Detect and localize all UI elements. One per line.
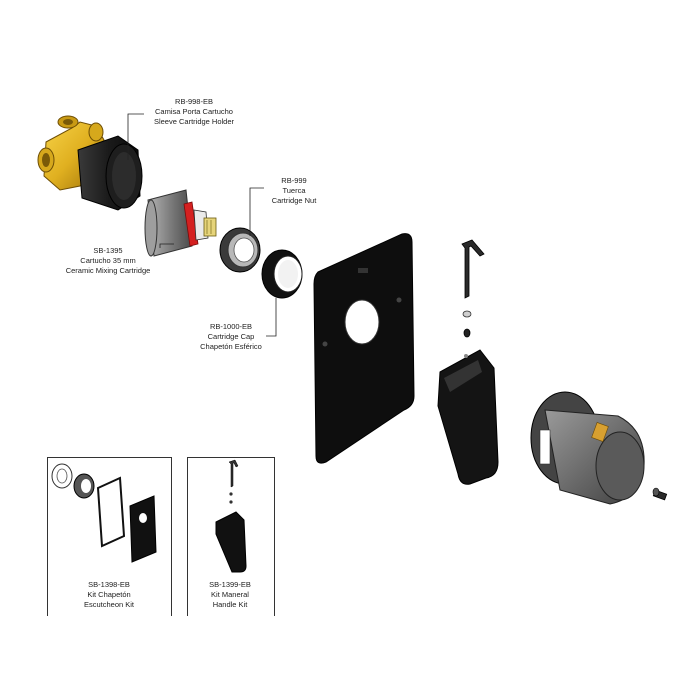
kit-name-es: Kit Chapetón (87, 590, 131, 599)
part-name-en: Ceramic Mixing Cartridge (65, 266, 151, 275)
part-code: SB-1395 (93, 246, 123, 255)
kit-name-en: Escutcheon Kit (83, 600, 135, 609)
cover-screw (652, 487, 668, 501)
part-code: RB-999 (281, 176, 307, 185)
label-handle-kit: SB-1399-EB Kit Maneral Handle Kit (194, 580, 266, 610)
part-name-en: Cartridge Nut (271, 196, 317, 205)
kit-code: SB-1398-EB (88, 580, 130, 589)
kit-name-en: Handle Kit (212, 600, 248, 609)
valve-cover-cap (530, 391, 645, 505)
ceramic-mixing-cartridge (144, 189, 217, 257)
part-name-en: Sleeve Cartridge Holder (153, 117, 235, 126)
escutcheon-kit-contents (51, 463, 157, 563)
kit-code: SB-1399-EB (209, 580, 251, 589)
label-escutcheon-kit: SB-1398-EB Kit Chapetón Escutcheon Kit (68, 580, 150, 610)
handle-lever (437, 349, 499, 485)
part-code: RB-1000-EB (209, 322, 253, 331)
part-name-en: Cartridge Cap (207, 332, 255, 341)
part-name-es: Cartucho 35 mm (80, 256, 136, 265)
handle-kit-contents (215, 459, 247, 573)
handle-kit-frame (187, 457, 275, 616)
cartridge-cap (261, 249, 303, 299)
allen-key (461, 239, 485, 299)
kit-name-es: Kit Maneral (211, 590, 249, 599)
part-name-es: Camisa Porta Cartucho (155, 107, 233, 116)
label-sleeve-cartridge-holder: RB-998-EB Camisa Porta Cartucho Sleeve C… (146, 97, 242, 127)
escutcheon-plate (313, 233, 415, 464)
sleeve-cartridge-holder (37, 115, 143, 211)
label-cartridge-cap: RB-1000-EB Cartridge Cap Chapetón Esféri… (196, 322, 266, 352)
part-name-es: Chapetón Esférico (200, 342, 262, 351)
cartridge-nut (219, 227, 261, 273)
label-cartridge-nut: RB-999 Tuerca Cartridge Nut (264, 176, 324, 206)
escutcheon-kit-frame (47, 457, 172, 616)
part-code: RB-998-EB (175, 97, 213, 106)
label-ceramic-mixing-cartridge: SB-1395 Cartucho 35 mm Ceramic Mixing Ca… (56, 246, 160, 276)
part-name-es: Tuerca (282, 186, 306, 195)
leader-lines (127, 113, 277, 337)
set-screw (462, 310, 472, 338)
